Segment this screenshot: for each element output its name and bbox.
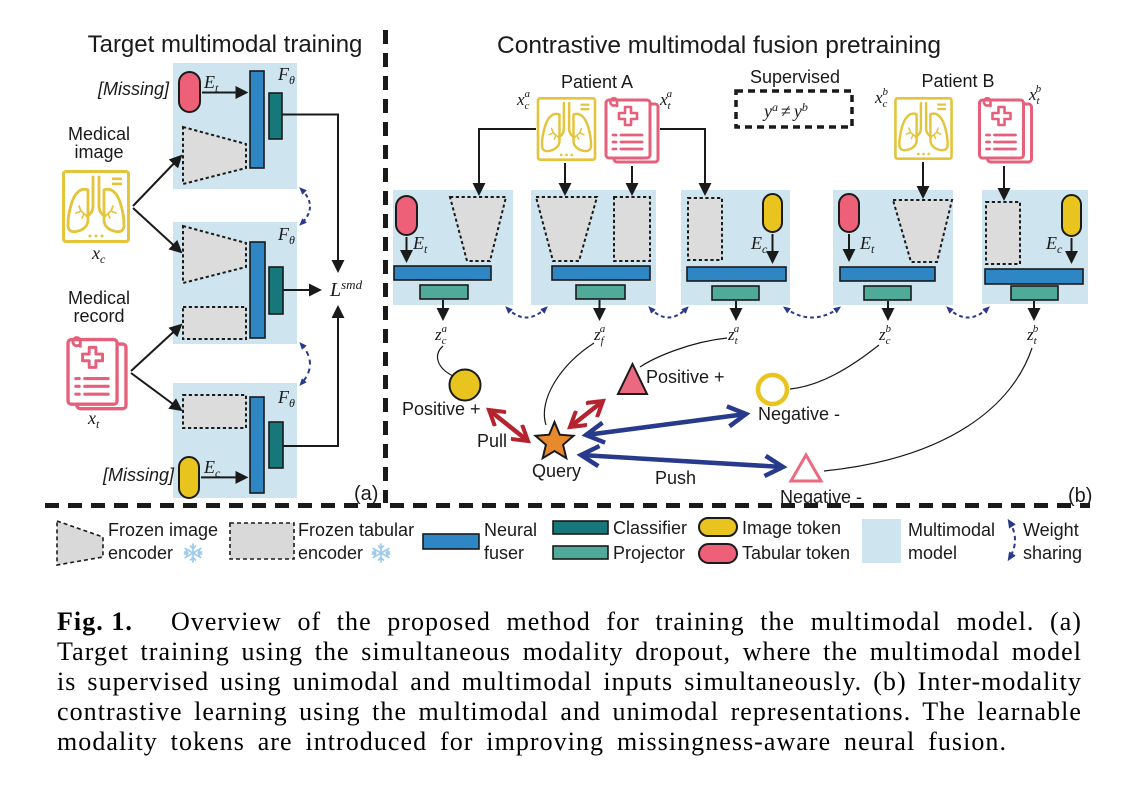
svg-text:Weight: Weight <box>1023 520 1079 540</box>
svg-text:Frozen tabular: Frozen tabular <box>298 520 414 540</box>
svg-text:Medical: Medical <box>68 124 130 144</box>
svg-text:Pull: Pull <box>477 431 507 451</box>
svg-text:[Missing]: [Missing] <box>97 79 170 99</box>
svg-text:ya≠yb: ya≠yb <box>762 100 808 121</box>
svg-text:Query: Query <box>532 461 581 481</box>
svg-text:zca: zca <box>434 323 448 347</box>
svg-text:zfa: zfa <box>593 323 606 347</box>
svg-text:zta: zta <box>727 323 740 347</box>
svg-text:model: model <box>908 543 957 563</box>
svg-text:encoder: encoder <box>108 543 173 563</box>
svg-text:xt: xt <box>87 408 100 431</box>
svg-text:Classifier: Classifier <box>613 518 687 538</box>
svg-text:xta: xta <box>659 88 673 112</box>
svg-text:Medical: Medical <box>68 288 130 308</box>
svg-text:fuser: fuser <box>484 543 524 563</box>
svg-text:Neural: Neural <box>484 520 537 540</box>
svg-text:Negative -: Negative - <box>780 487 862 507</box>
svg-text:Image token: Image token <box>742 518 841 538</box>
svg-text:Tabular token: Tabular token <box>742 543 850 563</box>
svg-text:Target multimodal training: Target multimodal training <box>88 31 363 58</box>
svg-text:(a): (a) <box>354 483 378 505</box>
svg-text:Positive +: Positive + <box>402 399 481 419</box>
svg-text:Multimodal: Multimodal <box>908 520 995 540</box>
svg-text:zcb: zcb <box>878 323 892 347</box>
svg-text:Patient B: Patient B <box>921 71 994 91</box>
svg-text:Push: Push <box>655 468 696 488</box>
svg-text:Supervised: Supervised <box>750 67 840 87</box>
svg-text:sharing: sharing <box>1023 543 1082 563</box>
svg-text:Positive +: Positive + <box>646 367 725 387</box>
svg-text:Lsmd: Lsmd <box>329 277 363 301</box>
svg-text:xtb: xtb <box>1028 83 1042 107</box>
svg-text:Patient A: Patient A <box>561 72 633 92</box>
svg-text:[Missing]: [Missing] <box>102 465 175 485</box>
svg-text:xca: xca <box>516 88 530 112</box>
svg-text:record: record <box>73 306 124 326</box>
svg-text:ztb: ztb <box>1026 323 1039 347</box>
svg-text:Projector: Projector <box>613 543 685 563</box>
svg-text:Frozen image: Frozen image <box>108 520 218 540</box>
svg-text:Contrastive multimodal fusion: Contrastive multimodal fusion pretrainin… <box>497 32 941 59</box>
svg-text:encoder: encoder <box>298 543 363 563</box>
svg-text:(b): (b) <box>1068 485 1092 507</box>
svg-text:Negative -: Negative - <box>758 404 840 424</box>
svg-text:image: image <box>74 142 123 162</box>
svg-text:xc: xc <box>91 243 106 266</box>
svg-text:xcb: xcb <box>874 86 888 110</box>
